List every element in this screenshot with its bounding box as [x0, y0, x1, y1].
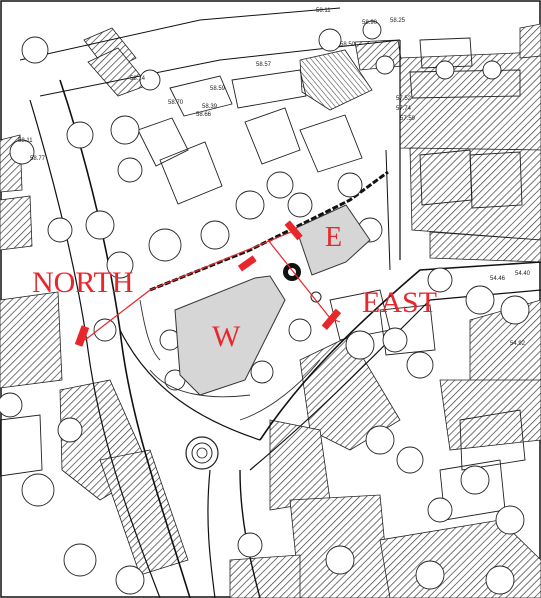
elevation-labels: 58.11 58.90 58.25 58.50 58.57 58.14 58.5…	[18, 8, 531, 347]
elevation-5: 58.57	[256, 62, 272, 68]
elevation-18: 54.92	[510, 341, 526, 347]
streets	[19, 7, 541, 598]
label-building-e: E	[325, 222, 342, 253]
label-east: EAST	[362, 286, 437, 319]
label-north: NORTH	[32, 266, 134, 299]
trees	[0, 20, 530, 595]
elevation-12: 57.74	[396, 106, 412, 112]
elevation-6: 58.14	[130, 76, 146, 82]
elevation-2: 58.90	[362, 20, 378, 26]
elevation-8: 58.70	[168, 100, 184, 106]
elevation-11: 57.52	[396, 96, 412, 102]
elevation-14: 58.11	[18, 138, 33, 144]
elevation-16: 54.46	[490, 276, 506, 282]
roundabout	[185, 436, 219, 470]
label-building-w: W	[212, 320, 241, 353]
site-boundary-north	[149, 170, 389, 292]
elevation-13: 57.59	[400, 116, 416, 122]
building-w	[174, 275, 286, 396]
elevation-4: 58.50	[340, 42, 356, 48]
section-markers	[74, 220, 342, 347]
plaza-paths	[139, 299, 321, 421]
elevation-17: 54.40	[515, 271, 531, 277]
building-e	[295, 204, 371, 276]
elevation-1: 58.11	[316, 8, 331, 14]
elevation-9: 58.66	[196, 112, 212, 118]
elevation-3: 58.25	[390, 18, 406, 24]
section-lines	[84, 229, 341, 341]
elevation-15: 58.77	[30, 156, 46, 162]
elevation-7: 58.59	[210, 86, 226, 92]
elevation-10: 58.39	[202, 104, 218, 110]
